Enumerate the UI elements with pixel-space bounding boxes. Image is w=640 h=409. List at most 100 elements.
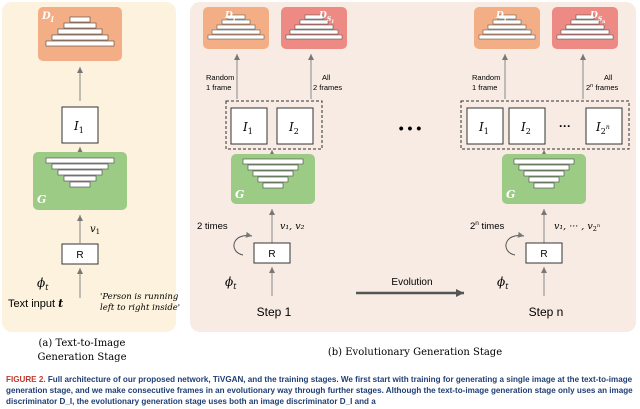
discriminator-label: D — [41, 11, 51, 22]
stepn-times-suffix: times — [479, 221, 505, 232]
step1-frame1-label: I — [242, 120, 248, 134]
steps-ellipsis: • • • — [399, 120, 422, 136]
step1-disc-seq-label: D — [318, 11, 327, 21]
phi-label: ϕ — [37, 276, 45, 290]
svg-text:I1: I1 — [242, 120, 253, 136]
image-label: I — [73, 119, 79, 133]
step1-generator-label: G — [235, 188, 244, 201]
step1-loop-arrow — [233, 231, 253, 256]
step1-frame1-sub: 1 — [248, 127, 253, 136]
image-discriminator-left: DI — [38, 7, 122, 61]
step1-title: Step 1 — [257, 305, 292, 319]
step1-disc-seq-sub: S — [327, 16, 332, 23]
stepn-frames-group — [460, 100, 630, 150]
generated-image-box — [61, 106, 99, 144]
stepn-generator: G — [502, 154, 586, 204]
image-sub: 1 — [79, 126, 84, 135]
svg-text:2n frames: 2n frames — [586, 83, 618, 92]
stepn-frame-last — [585, 107, 623, 145]
stepn-disc-image-label: D — [495, 11, 504, 21]
stepn-all-line-2-exp: n — [590, 83, 593, 89]
step1-all-line-2: 2 frames — [313, 83, 342, 92]
step1-disc-seq-subsub: 1 — [331, 19, 334, 25]
stepn-random-line-2: 1 frame — [472, 83, 497, 92]
svg-text:ϕt: ϕt — [225, 275, 237, 291]
text-input-label: Text input — [8, 298, 55, 310]
step1-phi-label: ϕ — [225, 275, 233, 289]
svg-text:ϕt: ϕt — [37, 276, 49, 292]
step1-frame2-sub: 2 — [294, 127, 299, 136]
svg-text:I1: I1 — [73, 119, 84, 135]
stepn-all-line-1: All — [604, 73, 613, 82]
stepn-random-line-1: Random — [472, 73, 500, 82]
stepn-frame-1 — [466, 107, 504, 145]
stepn-frame2-sub: 2 — [526, 127, 531, 136]
stepn-phi-sub: t — [505, 282, 509, 291]
caption-lead: FIGURE 2. — [6, 375, 46, 384]
step1-disc-image-label: D — [224, 11, 233, 21]
svg-text:I1: I1 — [478, 120, 489, 136]
vector-label: v — [90, 224, 96, 235]
stepn-frame-last-sub: 2 — [601, 127, 606, 136]
svg-text:v1: v1 — [90, 224, 100, 236]
svg-text:DI: DI — [41, 11, 55, 24]
vector-sub: 1 — [96, 228, 100, 236]
svg-text:I2: I2 — [520, 120, 531, 136]
stepn-phi-label: ϕ — [497, 275, 505, 289]
stepn-all-line-2-prefix: 2 — [586, 83, 590, 92]
stepn-loop-arrow — [505, 231, 525, 256]
step1-disc-image-sub: I — [232, 16, 236, 23]
step1-frame-2 — [276, 107, 314, 145]
svg-text:DI: DI — [495, 11, 507, 23]
generator-left: G — [33, 152, 127, 210]
stepn-title: Step n — [529, 305, 564, 319]
svg-text:I2: I2 — [288, 120, 299, 136]
stepn-vectors-last-subsub: n — [597, 223, 600, 229]
stepn-all-line-2-suffix: frames — [593, 83, 618, 92]
step1-frames-group — [225, 100, 323, 150]
step1-r-label: R — [268, 249, 275, 260]
step1-sequence-discriminator: DS1 — [281, 7, 347, 49]
step1-r-block — [253, 242, 291, 264]
svg-text:I2n: I2n — [595, 120, 610, 136]
stepn-disc-image-sub: I — [503, 16, 507, 23]
stage-a-line-1: (a) Text-to-Image — [39, 338, 126, 349]
step1-frame-1 — [230, 107, 268, 145]
generator-label: G — [37, 193, 46, 206]
stepn-frame-last-label: I — [595, 120, 601, 134]
step1-random-line-2: 1 frame — [206, 83, 231, 92]
stepn-frame1-label: I — [478, 120, 484, 134]
stepn-disc-seq-subsub: n — [602, 20, 605, 25]
evolution-label: Evolution — [391, 277, 432, 288]
stepn-disc-seq-sub: S — [598, 16, 603, 23]
stepn-vectors-last-sub: 2 — [593, 225, 597, 233]
evolutionary-stage-panel — [190, 2, 636, 332]
discriminator-sub: I — [50, 15, 55, 24]
stepn-frame-2 — [508, 107, 546, 145]
stepn-frame1-sub: 1 — [484, 127, 489, 136]
step1-image-discriminator: DI — [203, 7, 269, 49]
stepn-generator-label: G — [506, 188, 515, 201]
text-input-var: t — [58, 297, 63, 310]
svg-text:DSn: DSn — [589, 11, 605, 25]
svg-text:2n times: 2n times — [470, 220, 505, 232]
phi-sub: t — [45, 283, 49, 292]
prompt-line-2: left to right inside' — [100, 303, 180, 313]
svg-text:ϕt: ϕt — [497, 275, 509, 291]
stepn-sequence-discriminator: DSn — [552, 7, 618, 49]
stepn-frame-dots: ··· — [559, 119, 571, 133]
stepn-r-block — [525, 242, 563, 264]
svg-text:v₁, ··· , v2n: v₁, ··· , v2n — [554, 221, 600, 233]
step1-generator: G — [231, 154, 315, 204]
svg-text:DS1: DS1 — [318, 11, 334, 25]
stage-a-line-2: Generation Stage — [37, 352, 126, 363]
stepn-frame2-label: I — [520, 120, 526, 134]
figure-caption: FIGURE 2. Full architecture of our propo… — [6, 374, 636, 408]
stepn-image-discriminator: DI — [474, 7, 540, 49]
stepn-frame-last-subsub: n — [606, 124, 610, 131]
step1-vectors-label: v₁, v₂ — [280, 221, 305, 232]
r-label: R — [76, 250, 83, 261]
step1-random-line-1: Random — [206, 73, 234, 82]
stage-b-title: (b) Evolutionary Generation Stage — [328, 347, 502, 358]
